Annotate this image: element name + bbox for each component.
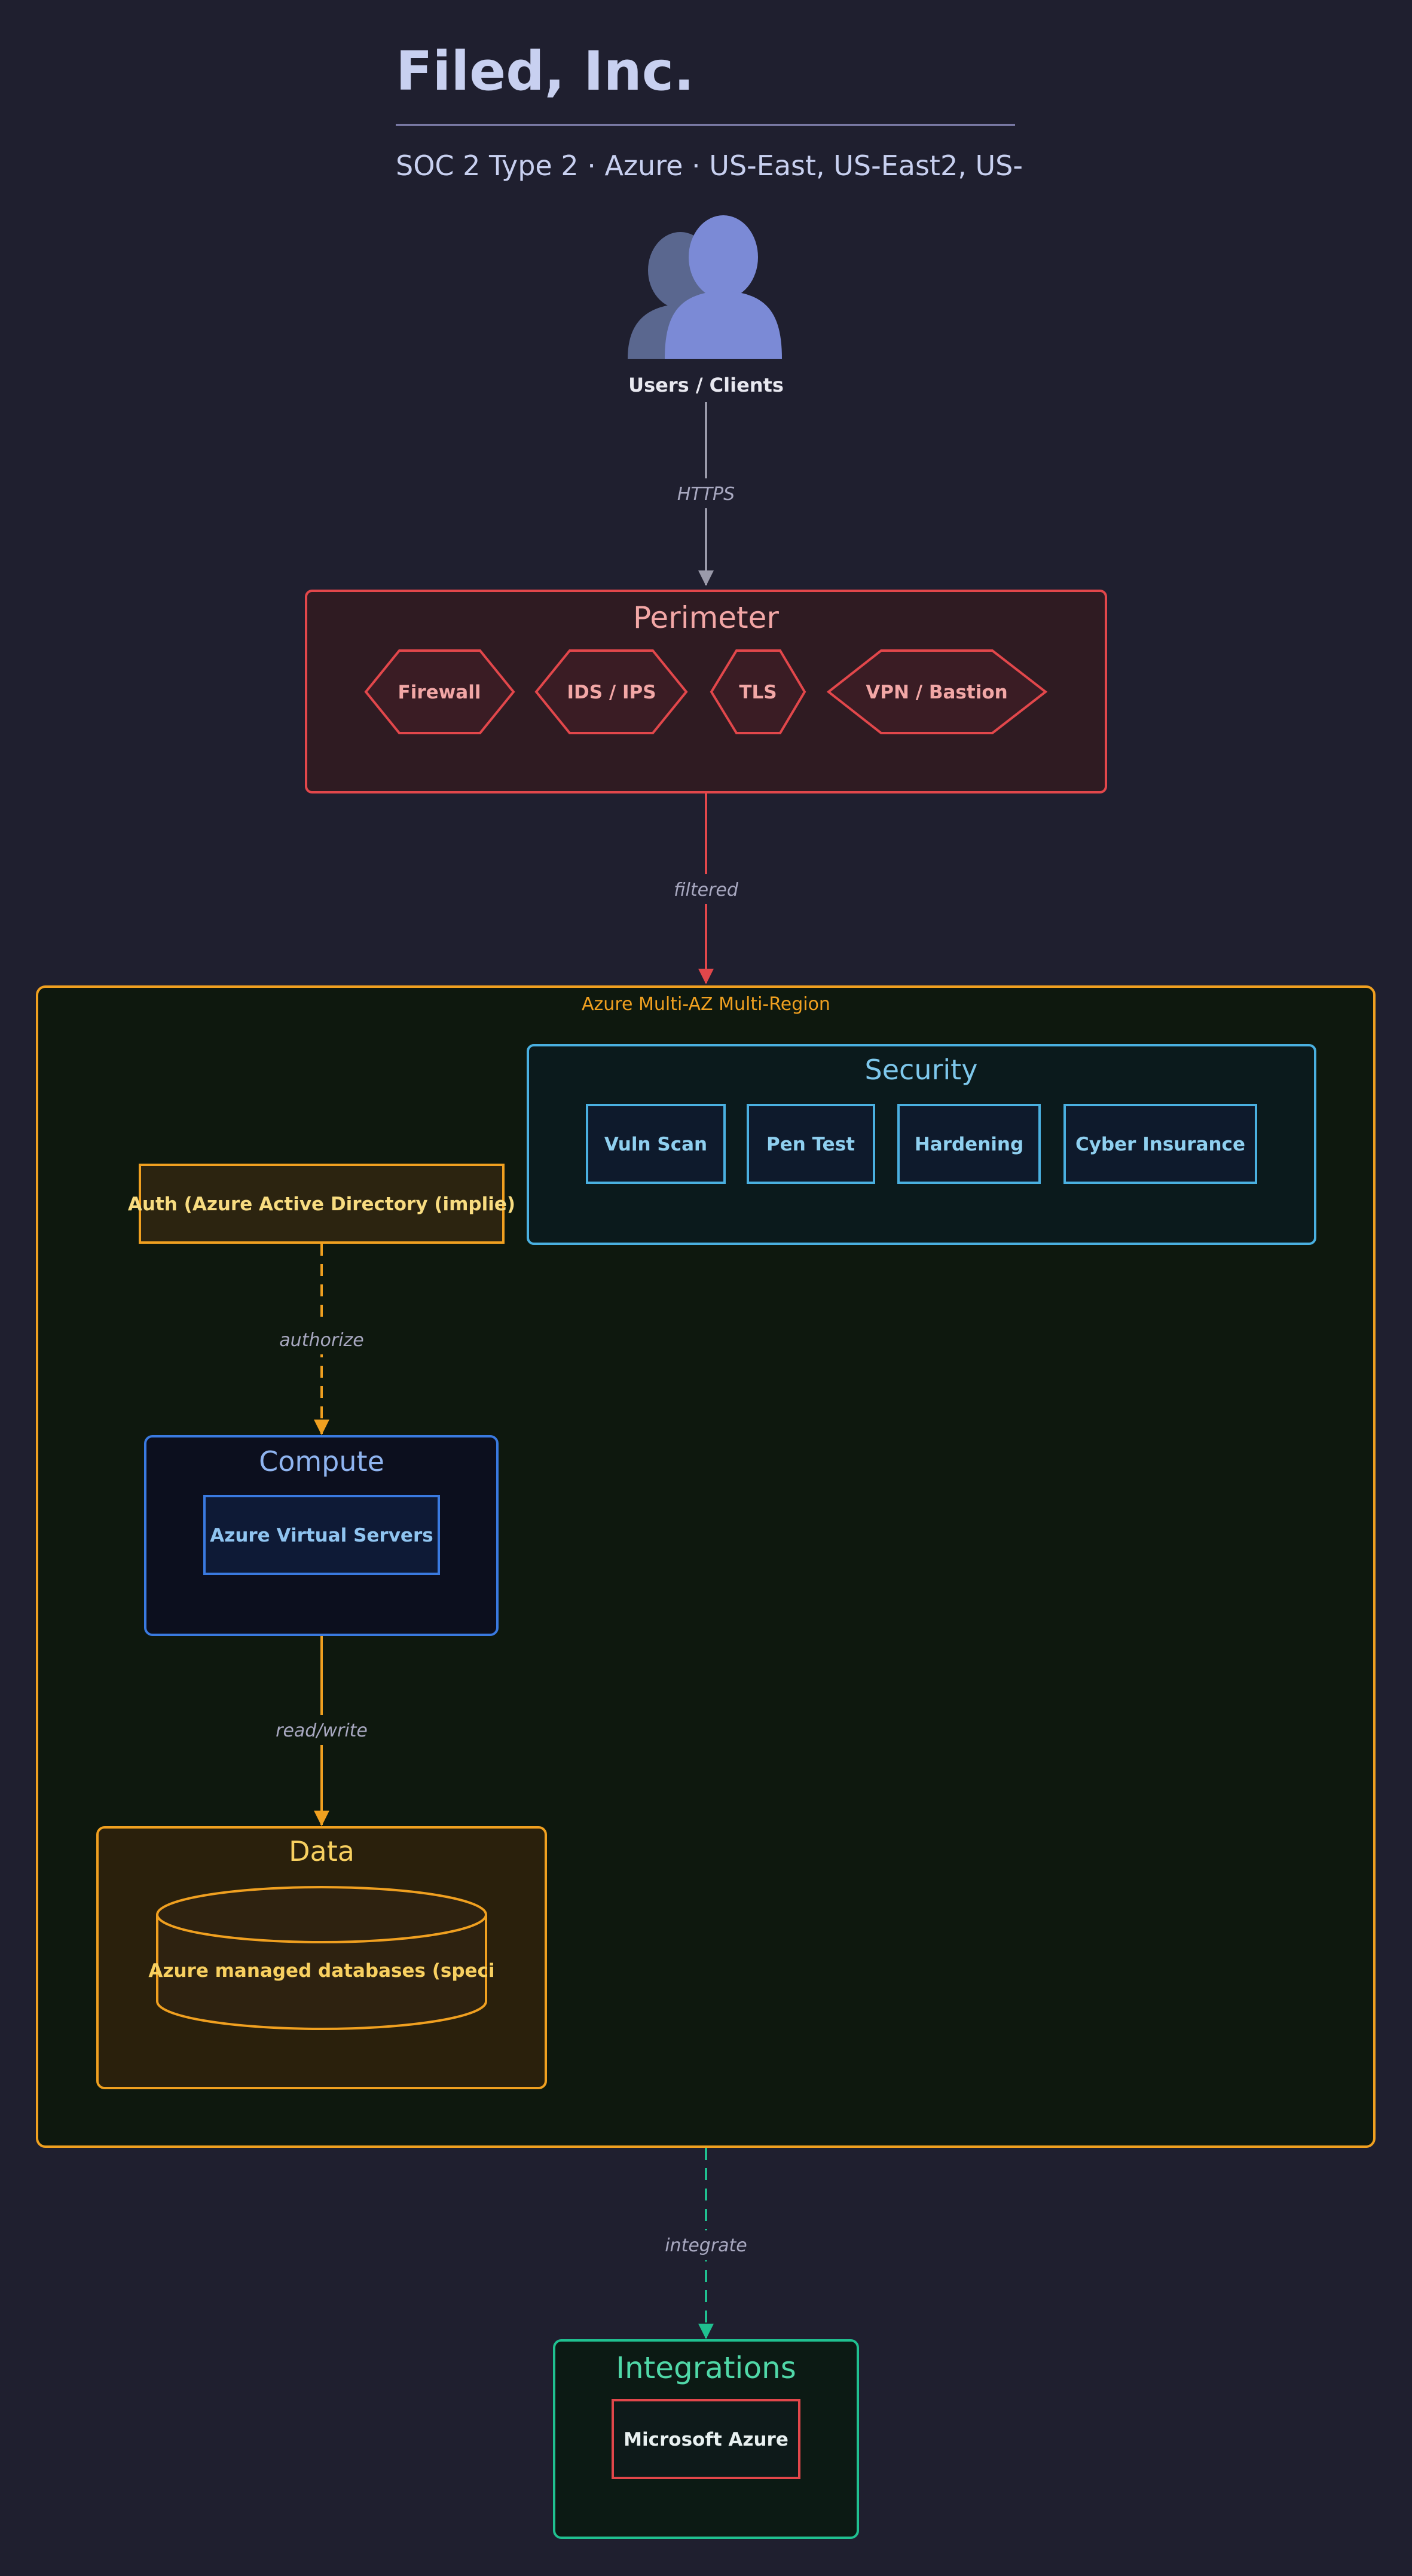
edge-label-filtered: filtered [674, 880, 739, 901]
security-item-vuln-scan: Vuln Scan [586, 1104, 726, 1184]
svg-text:Auth (Azure Active Directory (: Auth (Azure Active Directory (implie) [128, 1194, 515, 1215]
edge-label-read-write: read/write [276, 1720, 368, 1741]
svg-text:TLS: TLS [739, 682, 777, 703]
page-title: Filed, Inc. [396, 40, 694, 103]
security-item-cyber-insurance: Cyber Insurance [1063, 1104, 1257, 1184]
integrations-item-microsoft-azure: Microsoft Azure [612, 2399, 800, 2479]
auth-box: Auth (Azure Active Directory (implie) [128, 1164, 515, 1244]
security-title: Security [865, 1054, 978, 1086]
svg-text:IDS / IPS: IDS / IPS [567, 682, 656, 703]
integrations-title: Integrations [616, 2351, 796, 2385]
perimeter-item-ids-ips: IDS / IPS [534, 649, 688, 734]
perimeter-group [305, 590, 1107, 793]
svg-text:Azure Virtual Servers: Azure Virtual Servers [210, 1525, 433, 1546]
svg-text:Microsoft Azure: Microsoft Azure [624, 2429, 788, 2450]
data-item-azure-managed-databases: Azure managed databases (speci [148, 1960, 494, 1982]
perimeter-item-firewall: Firewall [364, 649, 515, 734]
users-label: Users / Clients [628, 374, 784, 396]
region-label: Azure Multi-AZ Multi-Region [582, 994, 830, 1015]
svg-text:Cyber Insurance: Cyber Insurance [1075, 1134, 1245, 1155]
edge-label-integrate: integrate [665, 2235, 747, 2256]
compute-item-azure-virtual-servers: Azure Virtual Servers [203, 1495, 440, 1575]
compute-title: Compute [259, 1445, 384, 1478]
security-item-pen-test: Pen Test [747, 1104, 875, 1184]
perimeter-title: Perimeter [633, 600, 779, 635]
perimeter-item-vpn-bastion: VPN / Bastion [826, 649, 1048, 734]
users-icon [628, 215, 782, 359]
edge-label-https: HTTPS [677, 484, 735, 505]
perimeter-item-tls: TLS [710, 649, 806, 734]
svg-text:Vuln Scan: Vuln Scan [604, 1134, 707, 1155]
svg-text:VPN / Bastion: VPN / Bastion [866, 682, 1007, 703]
svg-text:Firewall: Firewall [398, 682, 481, 703]
data-title: Data [289, 1835, 354, 1867]
svg-text:Pen Test: Pen Test [766, 1134, 855, 1155]
database-cylinder-icon [156, 1886, 487, 2030]
page-subtitle: SOC 2 Type 2 · Azure · US-East, US-East2… [396, 149, 1023, 182]
security-item-hardening: Hardening [897, 1104, 1041, 1184]
svg-text:Hardening: Hardening [915, 1134, 1023, 1155]
edge-label-authorize: authorize [279, 1330, 363, 1351]
